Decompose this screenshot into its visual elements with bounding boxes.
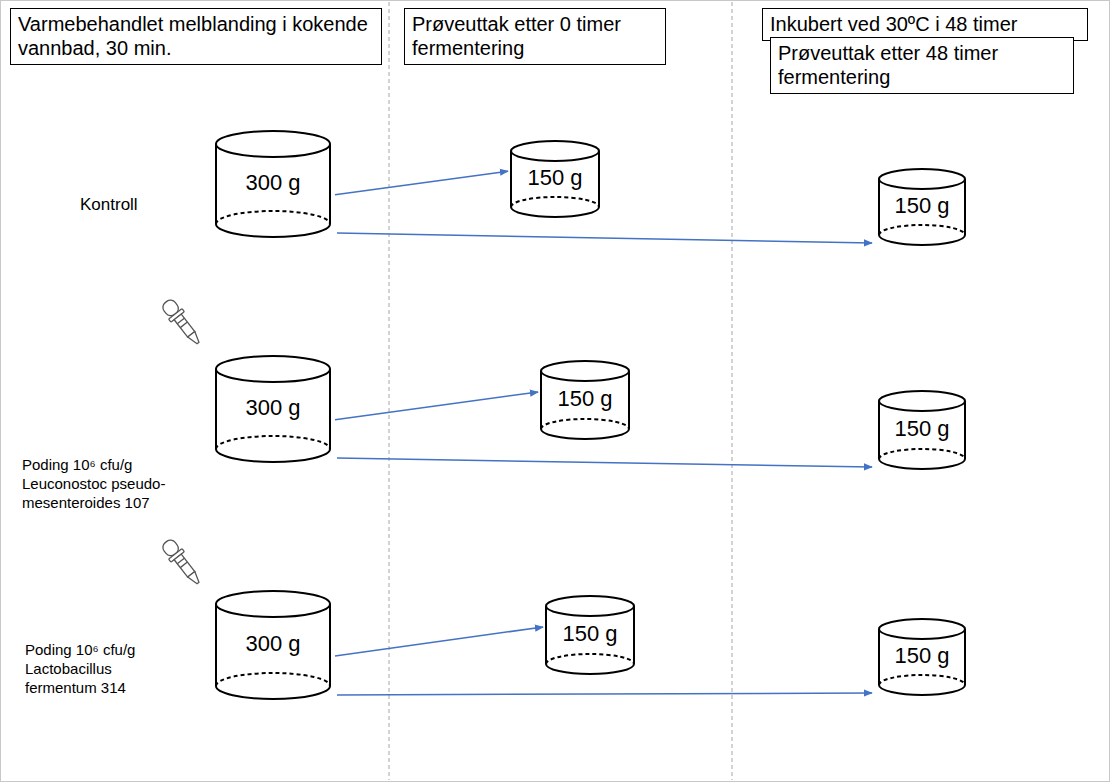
sample-container: 150 g xyxy=(545,595,635,675)
step-box: Prøveuttak etter 48 timer fermentering xyxy=(770,37,1074,94)
sample-container: 150 g xyxy=(878,618,966,696)
cylinder-back-edge xyxy=(511,197,599,207)
weight-label: 150 g xyxy=(527,166,582,192)
sample-container: 150 g xyxy=(878,168,966,246)
step-box: Prøveuttak etter 0 timer fermentering xyxy=(404,8,666,65)
weight-label: 150 g xyxy=(562,622,617,648)
flow-arrow xyxy=(335,627,543,656)
cylinder-top xyxy=(546,596,634,616)
cylinder-back-edge xyxy=(879,675,965,685)
group-label: Poding 10⁶ cfu/g Lactobacillus fermentum… xyxy=(25,641,177,697)
flow-arrow xyxy=(335,171,508,195)
cylinder-back-edge xyxy=(541,419,629,429)
sample-container: 150 g xyxy=(510,140,600,218)
cylinder-top xyxy=(879,619,965,639)
weight-label: 150 g xyxy=(894,194,949,220)
cylinder-body xyxy=(216,604,330,699)
flow-arrow xyxy=(337,233,872,243)
cylinder-top xyxy=(511,141,599,161)
cylinder-top xyxy=(216,131,330,157)
sample-container: 300 g xyxy=(215,130,331,238)
column-divider xyxy=(389,2,390,780)
sample-container: 150 g xyxy=(878,390,966,470)
cylinder-back-edge xyxy=(216,436,330,449)
cylinder-top xyxy=(216,591,330,617)
flow-arrow xyxy=(337,693,872,695)
step-box: Varmebehandlet melblanding i kokende van… xyxy=(10,8,382,65)
sample-container: 300 g xyxy=(215,590,331,700)
step-text: Varmebehandlet melblanding i kokende van… xyxy=(18,12,374,60)
step-text: Inkubert ved 30ºC i 48 timer xyxy=(770,12,1080,36)
weight-label: 150 g xyxy=(894,644,949,670)
cylinder-top xyxy=(879,169,965,189)
group-label: Poding 10⁶ cfu/g Leuconostoc pseudo-mese… xyxy=(22,456,200,512)
group-label: Kontroll xyxy=(80,194,190,215)
sample-container: 150 g xyxy=(540,360,630,440)
weight-label: 300 g xyxy=(245,171,300,197)
weight-label: 300 g xyxy=(245,396,300,422)
sample-container: 300 g xyxy=(215,355,331,463)
cylinder-back-edge xyxy=(546,654,634,664)
cylinder-back-edge xyxy=(216,211,330,224)
cylinder-top xyxy=(216,356,330,382)
cylinder-back-edge xyxy=(216,673,330,686)
cylinder-top xyxy=(541,361,629,381)
cylinder-back-edge xyxy=(879,449,965,459)
weight-label: 150 g xyxy=(894,417,949,443)
column-divider xyxy=(732,2,733,780)
weight-label: 150 g xyxy=(557,387,612,413)
cylinder-top xyxy=(879,391,965,411)
cylinder-back-edge xyxy=(879,225,965,235)
flow-arrow xyxy=(337,458,872,467)
pipette-icon xyxy=(159,297,204,348)
step-text: Prøveuttak etter 0 timer fermentering xyxy=(412,12,658,60)
step-text: Prøveuttak etter 48 timer fermentering xyxy=(778,41,1066,89)
pipette-icon xyxy=(159,537,204,588)
weight-label: 300 g xyxy=(245,632,300,658)
flow-arrow xyxy=(335,392,538,420)
